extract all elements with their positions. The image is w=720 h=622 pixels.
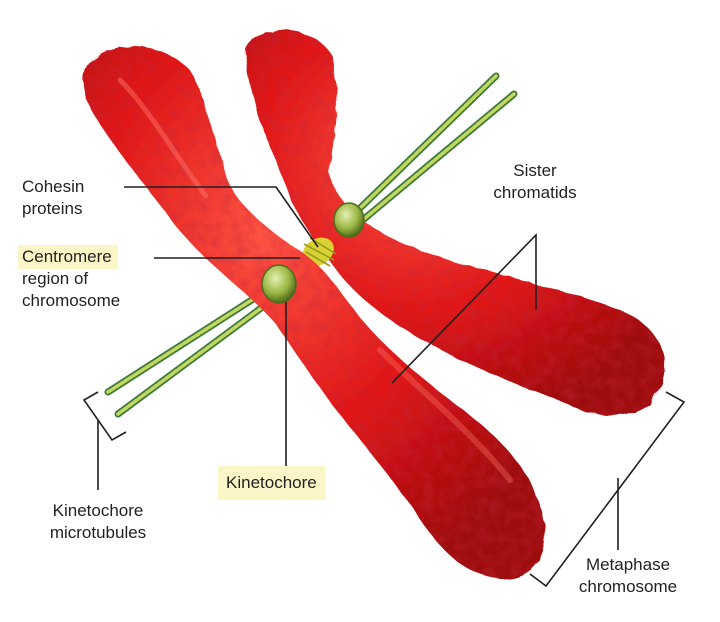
label-kinetochore-microtubules: Kinetochore microtubules: [49, 501, 147, 542]
label-cohesin-proteins: Cohesin proteins: [22, 177, 85, 218]
label-centromere-highlight: Centromere: [18, 245, 118, 269]
microtubules-right: [350, 72, 518, 228]
label-centromere-region: Centromere region of chromosome: [18, 245, 120, 312]
sister-chromatid-right: [244, 30, 665, 416]
label-kinetochore: Kinetochore: [218, 466, 325, 500]
microtubules-left: [104, 283, 280, 418]
leader-lines: [82, 186, 686, 588]
label-sister-chromatids: Sister chromatids: [493, 161, 577, 202]
kinetochore-right: [333, 202, 365, 238]
sister-chromatid-left: [83, 46, 545, 579]
label-metaphase-chromosome: Metaphase chromosome: [578, 555, 678, 596]
kinetochore-left: [261, 264, 297, 304]
